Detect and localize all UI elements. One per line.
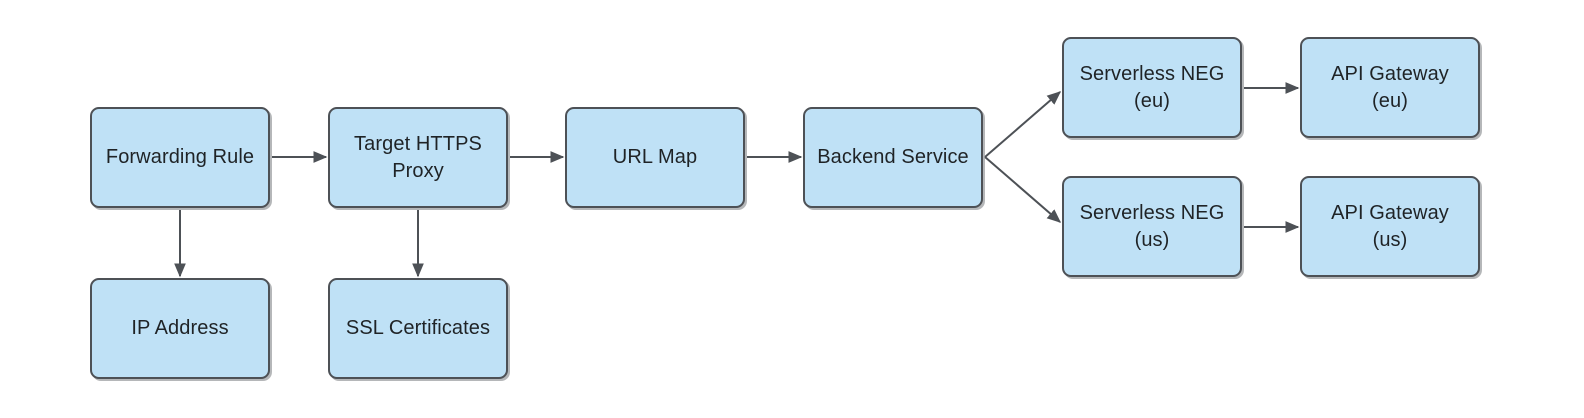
node-serverless-neg-eu[interactable]: Serverless NEG (eu) [1062,37,1242,138]
node-url-map[interactable]: URL Map [565,107,745,208]
node-label-backend-service: Backend Service [817,146,969,168]
node-backend-service[interactable]: Backend Service [803,107,983,208]
node-label-serverless-neg-us: Serverless NEG (us) [1079,201,1225,251]
node-label-ssl-certificates: SSL Certificates [345,317,491,339]
node-api-gateway-us[interactable]: API Gateway (us) [1300,176,1480,277]
node-label-ip-address: IP Address [131,317,229,339]
edge-backend-service-to-serverless-neg-eu [984,91,1062,158]
node-label-url-map: URL Map [612,146,698,168]
node-label-serverless-neg-eu: Serverless NEG (eu) [1079,62,1225,112]
node-serverless-neg-us[interactable]: Serverless NEG (us) [1062,176,1242,277]
node-target-https-proxy[interactable]: Target HTTPS Proxy [328,107,508,208]
node-forwarding-rule[interactable]: Forwarding Rule [90,107,270,208]
node-label-forwarding-rule: Forwarding Rule [105,146,255,168]
node-ip-address[interactable]: IP Address [90,278,270,379]
node-label-api-gateway-us: API Gateway (us) [1331,201,1449,251]
node-label-api-gateway-eu: API Gateway (eu) [1331,62,1449,112]
edge-backend-service-to-serverless-neg-us [984,156,1062,223]
node-ssl-certificates[interactable]: SSL Certificates [328,278,508,379]
node-label-target-https-proxy: Target HTTPS Proxy [354,132,482,182]
node-api-gateway-eu[interactable]: API Gateway (eu) [1300,37,1480,138]
